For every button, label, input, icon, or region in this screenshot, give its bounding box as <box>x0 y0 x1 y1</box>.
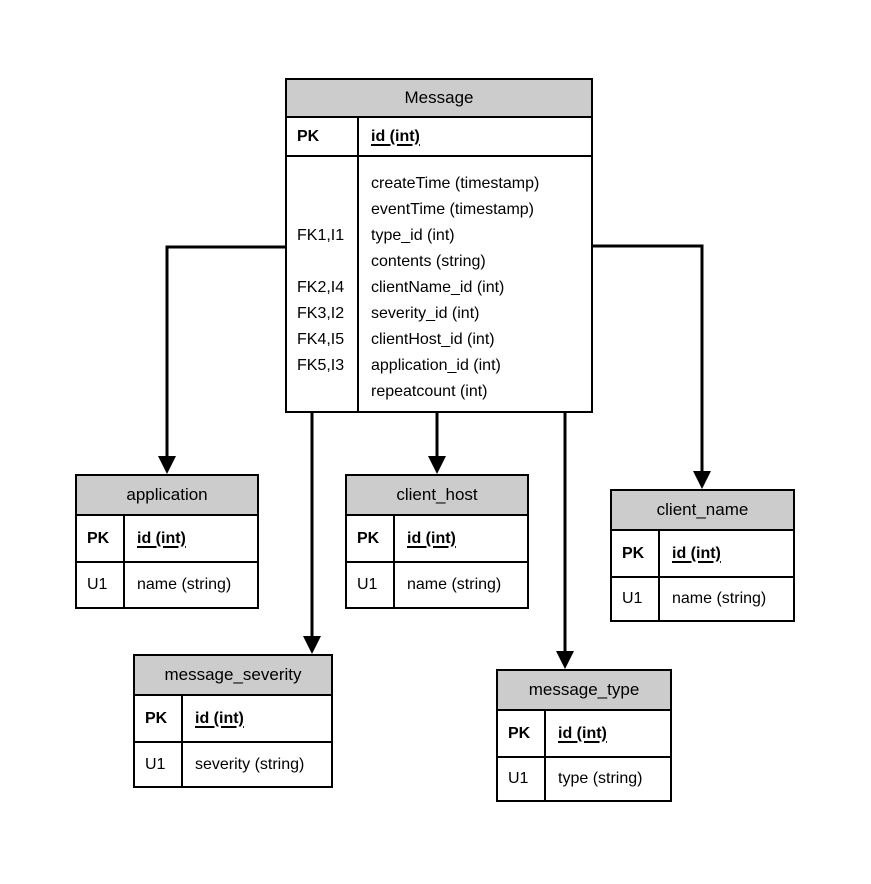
key-label: FK5,I3 <box>297 357 345 374</box>
pk-row: PK id (int) <box>287 118 591 157</box>
u1-row: U1 type (string) <box>498 756 670 800</box>
entity-title-message-type: message_type <box>498 671 670 711</box>
entity-table-message-severity: message_severity PK id (int) U1 severity… <box>133 654 333 788</box>
entity-table-application: application PK id (int) U1 name (string) <box>75 474 259 609</box>
key-label: FK4,I5 <box>297 331 345 348</box>
key-label: FK3,I2 <box>297 305 345 322</box>
entity-title-message: Message <box>287 80 591 118</box>
pk-field: id (int) <box>371 127 420 145</box>
entity-table-client-name: client_name PK id (int) U1 name (string) <box>610 489 795 622</box>
field-column: createTime (timestamp) eventTime (timest… <box>359 157 591 411</box>
pk-key-label: PK <box>287 118 359 155</box>
key-column: FK1,I1 FK2,I4 FK3,I2 FK4,I5 FK5,I3 <box>287 157 359 411</box>
key-label <box>297 249 357 275</box>
attribute: createTime (timestamp) <box>371 175 540 192</box>
connector-message-application <box>165 245 285 458</box>
attribute: eventTime (timestamp) <box>371 201 534 218</box>
pk-key-label: PK <box>77 516 125 561</box>
connector-message-client-name <box>593 244 704 473</box>
pk-field: id (int) <box>672 544 721 562</box>
attribute: application_id (int) <box>371 357 501 374</box>
entity-title-client-host: client_host <box>347 476 527 516</box>
u1-field: severity (string) <box>195 755 305 773</box>
entity-title-client-name: client_name <box>612 491 793 531</box>
pk-field: id (int) <box>558 724 607 742</box>
u1-key-label: U1 <box>498 758 546 800</box>
key-label <box>297 171 357 197</box>
key-label <box>297 197 357 223</box>
u1-row: U1 name (string) <box>77 561 257 607</box>
arrowhead-message-severity <box>303 636 321 654</box>
pk-row: PK id (int) <box>347 516 527 561</box>
pk-field: id (int) <box>407 529 456 547</box>
attribute-body: FK1,I1 FK2,I4 FK3,I2 FK4,I5 FK5,I3 creat… <box>287 157 591 411</box>
entity-title-message-severity: message_severity <box>135 656 331 696</box>
key-label: FK1,I1 <box>297 227 345 244</box>
entity-table-client-host: client_host PK id (int) U1 name (string) <box>345 474 529 609</box>
u1-row: U1 severity (string) <box>135 741 331 786</box>
entity-table-message: Message PK id (int) FK1,I1 FK2,I4 FK3,I2… <box>285 78 593 413</box>
pk-row: PK id (int) <box>135 696 331 741</box>
pk-key-label: PK <box>347 516 395 561</box>
pk-field: id (int) <box>137 529 186 547</box>
u1-key-label: U1 <box>135 743 183 786</box>
attribute: contents (string) <box>371 253 486 270</box>
u1-field: name (string) <box>407 576 502 593</box>
pk-row: PK id (int) <box>498 711 670 756</box>
entity-title-application: application <box>77 476 257 516</box>
pk-row: PK id (int) <box>612 531 793 576</box>
u1-field: name (string) <box>137 576 232 593</box>
u1-row: U1 name (string) <box>347 561 527 607</box>
pk-row: PK id (int) <box>77 516 257 561</box>
u1-key-label: U1 <box>612 578 660 620</box>
entity-table-message-type: message_type PK id (int) U1 type (string… <box>496 669 672 802</box>
u1-row: U1 name (string) <box>612 576 793 620</box>
attribute: type_id (int) <box>371 227 455 244</box>
u1-field: name (string) <box>672 590 767 607</box>
key-label: FK2,I4 <box>297 279 345 296</box>
pk-field: id (int) <box>195 709 244 727</box>
attribute: severity_id (int) <box>371 305 480 322</box>
key-label <box>297 379 357 405</box>
arrowhead-client-host <box>428 456 446 474</box>
pk-key-label: PK <box>612 531 660 576</box>
arrowhead-client-name <box>693 471 711 489</box>
pk-key-label: PK <box>498 711 546 756</box>
attribute: clientName_id (int) <box>371 279 505 296</box>
u1-field: type (string) <box>558 770 643 787</box>
arrowhead-application <box>158 456 176 474</box>
attribute: repeatcount (int) <box>371 383 488 400</box>
pk-key-label: PK <box>135 696 183 741</box>
attribute: clientHost_id (int) <box>371 331 495 348</box>
u1-key-label: U1 <box>77 563 125 607</box>
arrowhead-message-type <box>556 651 574 669</box>
u1-key-label: U1 <box>347 563 395 607</box>
